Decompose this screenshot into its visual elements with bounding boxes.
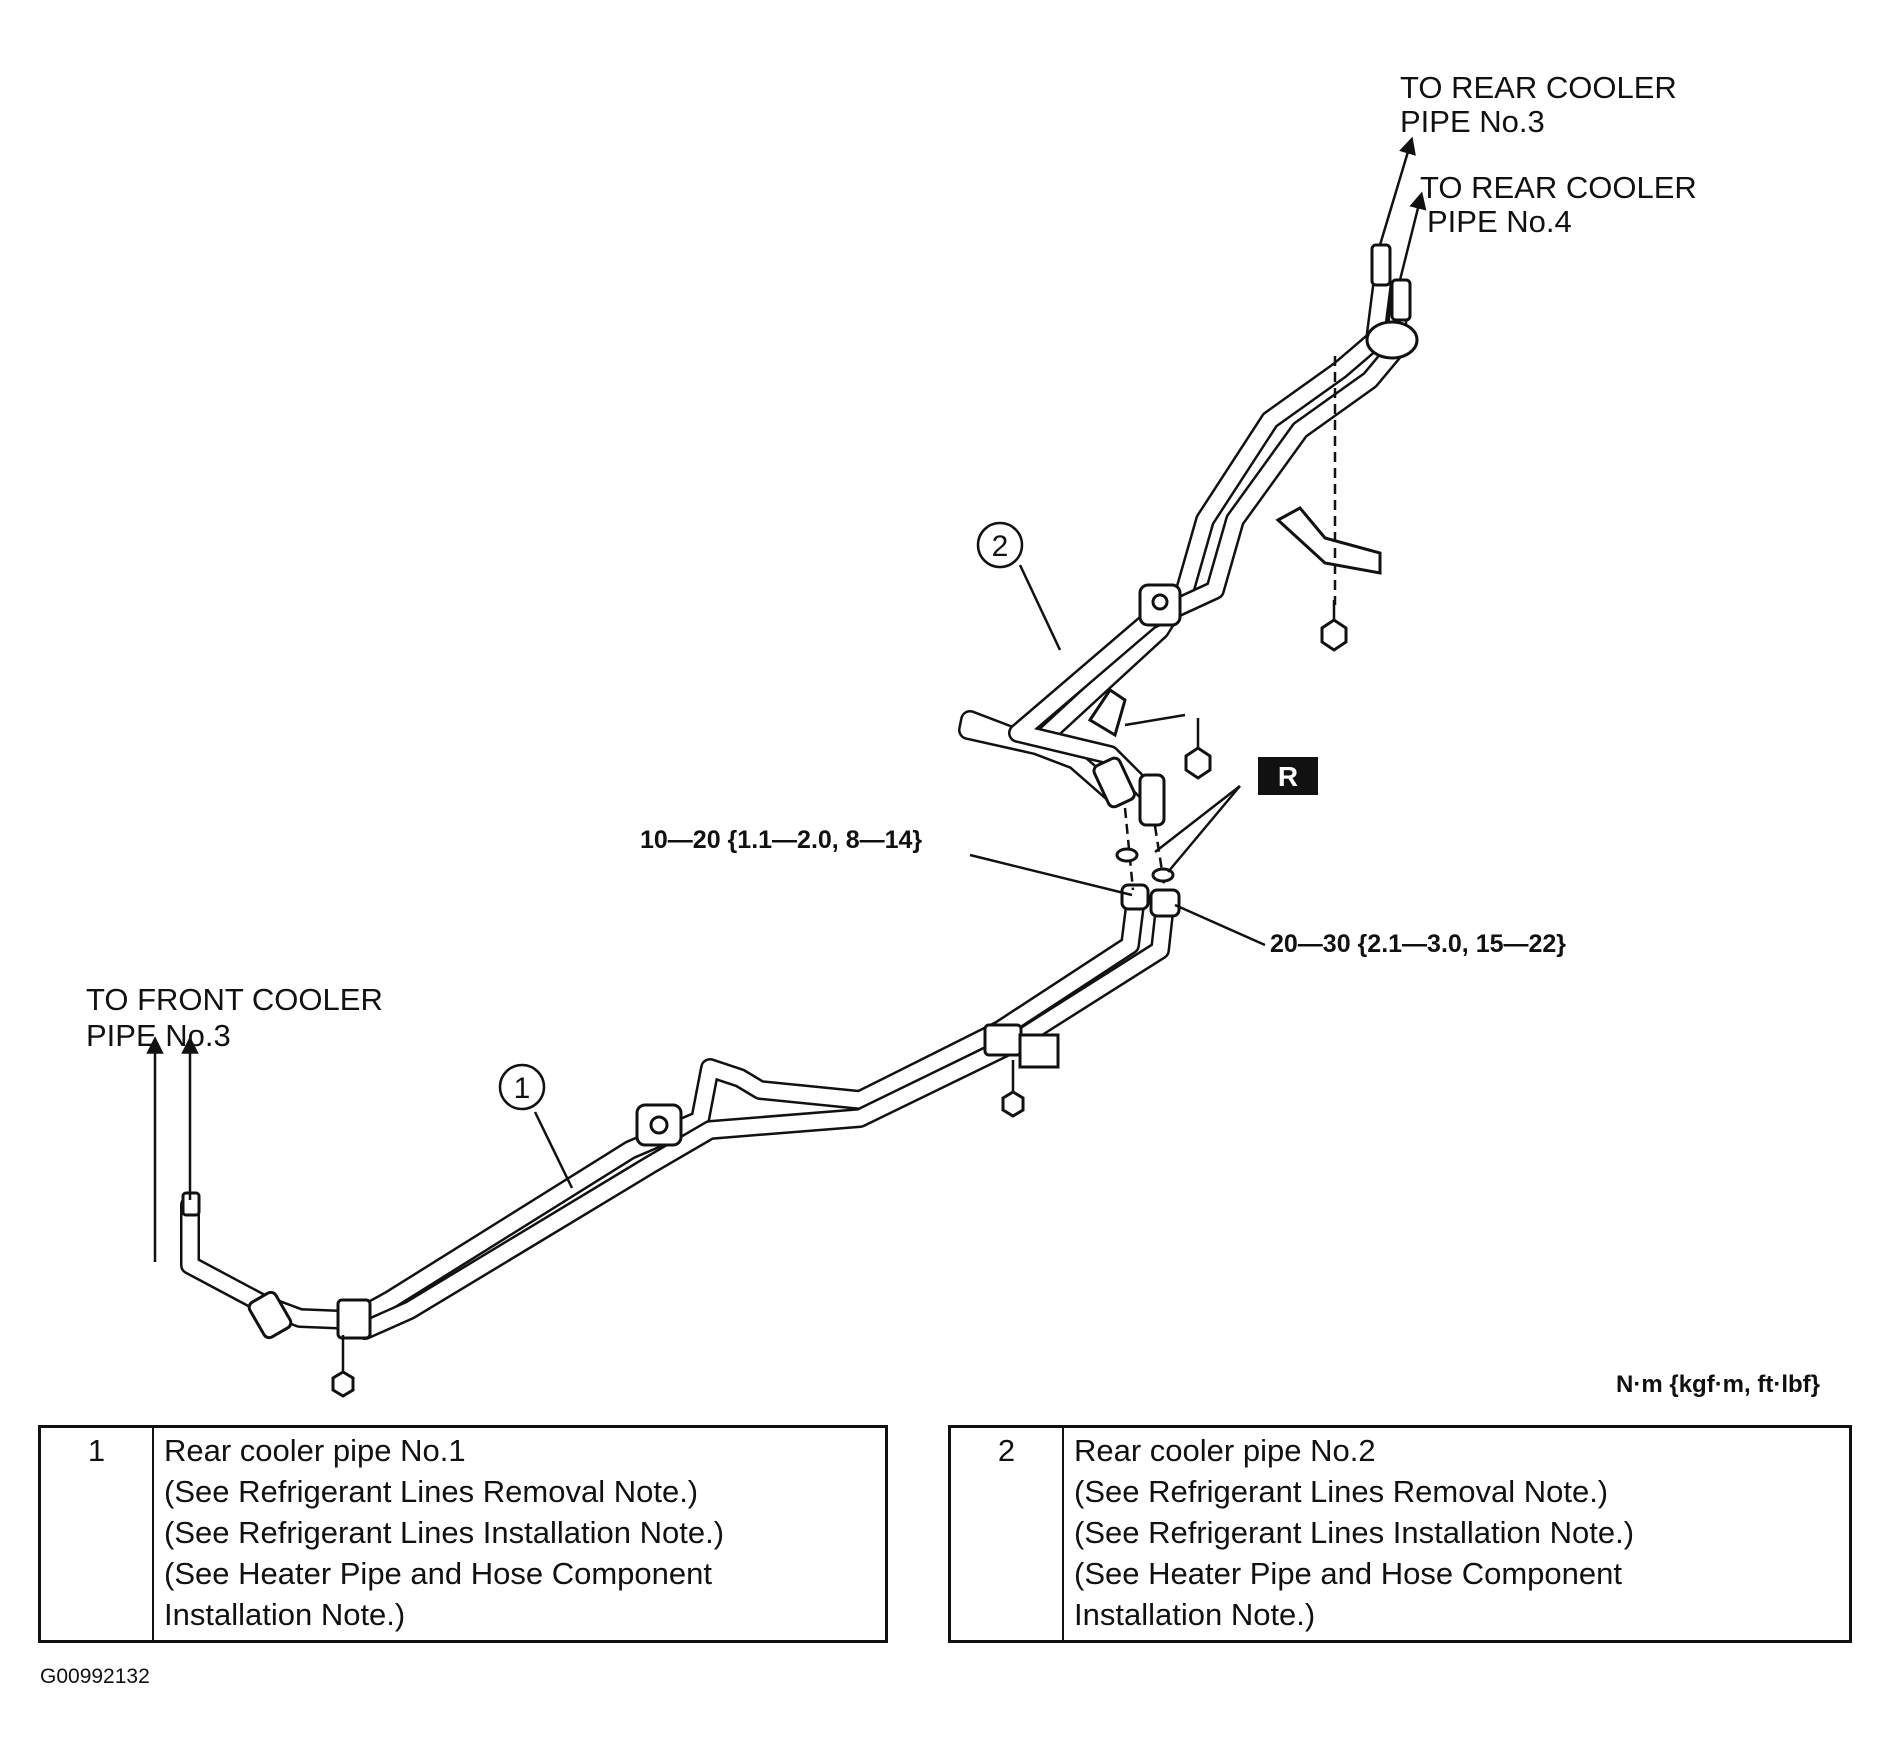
rear-cooler-pipe-1 bbox=[180, 883, 1181, 1398]
svg-text:1: 1 bbox=[514, 1072, 531, 1105]
label-rear-pipe-4: TO REAR COOLER PIPE No.4 bbox=[1420, 170, 1697, 239]
figure-code: G00992132 bbox=[40, 1665, 150, 1688]
arrow-rear-pipe-3 bbox=[1378, 136, 1416, 246]
part-description: Rear cooler pipe No.2 (See Refrigerant L… bbox=[1062, 1425, 1852, 1643]
svg-text:PIPE No.4: PIPE No.4 bbox=[1427, 204, 1572, 239]
svg-text:R: R bbox=[1278, 761, 1298, 792]
svg-text:TO REAR COOLER: TO REAR COOLER bbox=[1420, 170, 1697, 205]
leaders bbox=[533, 564, 1266, 1189]
svg-text:PIPE No.3: PIPE No.3 bbox=[86, 1018, 231, 1053]
arrow-rear-pipe-4 bbox=[1398, 191, 1427, 281]
svg-text:PIPE No.3: PIPE No.3 bbox=[1400, 104, 1545, 139]
svg-text:2: 2 bbox=[992, 530, 1009, 563]
callout-1: 1 bbox=[498, 1063, 546, 1111]
r-badge: R bbox=[1258, 757, 1318, 795]
svg-text:TO REAR COOLER: TO REAR COOLER bbox=[1400, 70, 1677, 105]
pipe-diagram: 1 2 R TO REAR COOLER PIPE No.3 TO REAR C… bbox=[86, 70, 1820, 1398]
part-number: 1 bbox=[38, 1425, 154, 1643]
part-table-2: 2 Rear cooler pipe No.2 (See Refrigerant… bbox=[948, 1425, 1852, 1643]
label-rear-pipe-3: TO REAR COOLER PIPE No.3 bbox=[1400, 70, 1677, 139]
arrows bbox=[146, 136, 1427, 1262]
callout-2: 2 bbox=[976, 521, 1024, 569]
rear-cooler-pipe-2 bbox=[958, 243, 1419, 891]
part-number: 2 bbox=[948, 1425, 1064, 1643]
torque-units: N·m {kgf·m, ft·lbf} bbox=[1616, 1371, 1820, 1398]
torque-spec-2: 20—30 {2.1—3.0, 15—22} bbox=[1270, 930, 1566, 958]
label-front-pipe-3: TO FRONT COOLER PIPE No.3 bbox=[86, 982, 383, 1053]
torque-spec-1: 10—20 {1.1—2.0, 8—14} bbox=[640, 826, 922, 854]
svg-text:TO FRONT COOLER: TO FRONT COOLER bbox=[86, 982, 383, 1017]
part-table-1: 1 Rear cooler pipe No.1 (See Refrigerant… bbox=[38, 1425, 888, 1643]
part-description: Rear cooler pipe No.1 (See Refrigerant L… bbox=[152, 1425, 888, 1643]
